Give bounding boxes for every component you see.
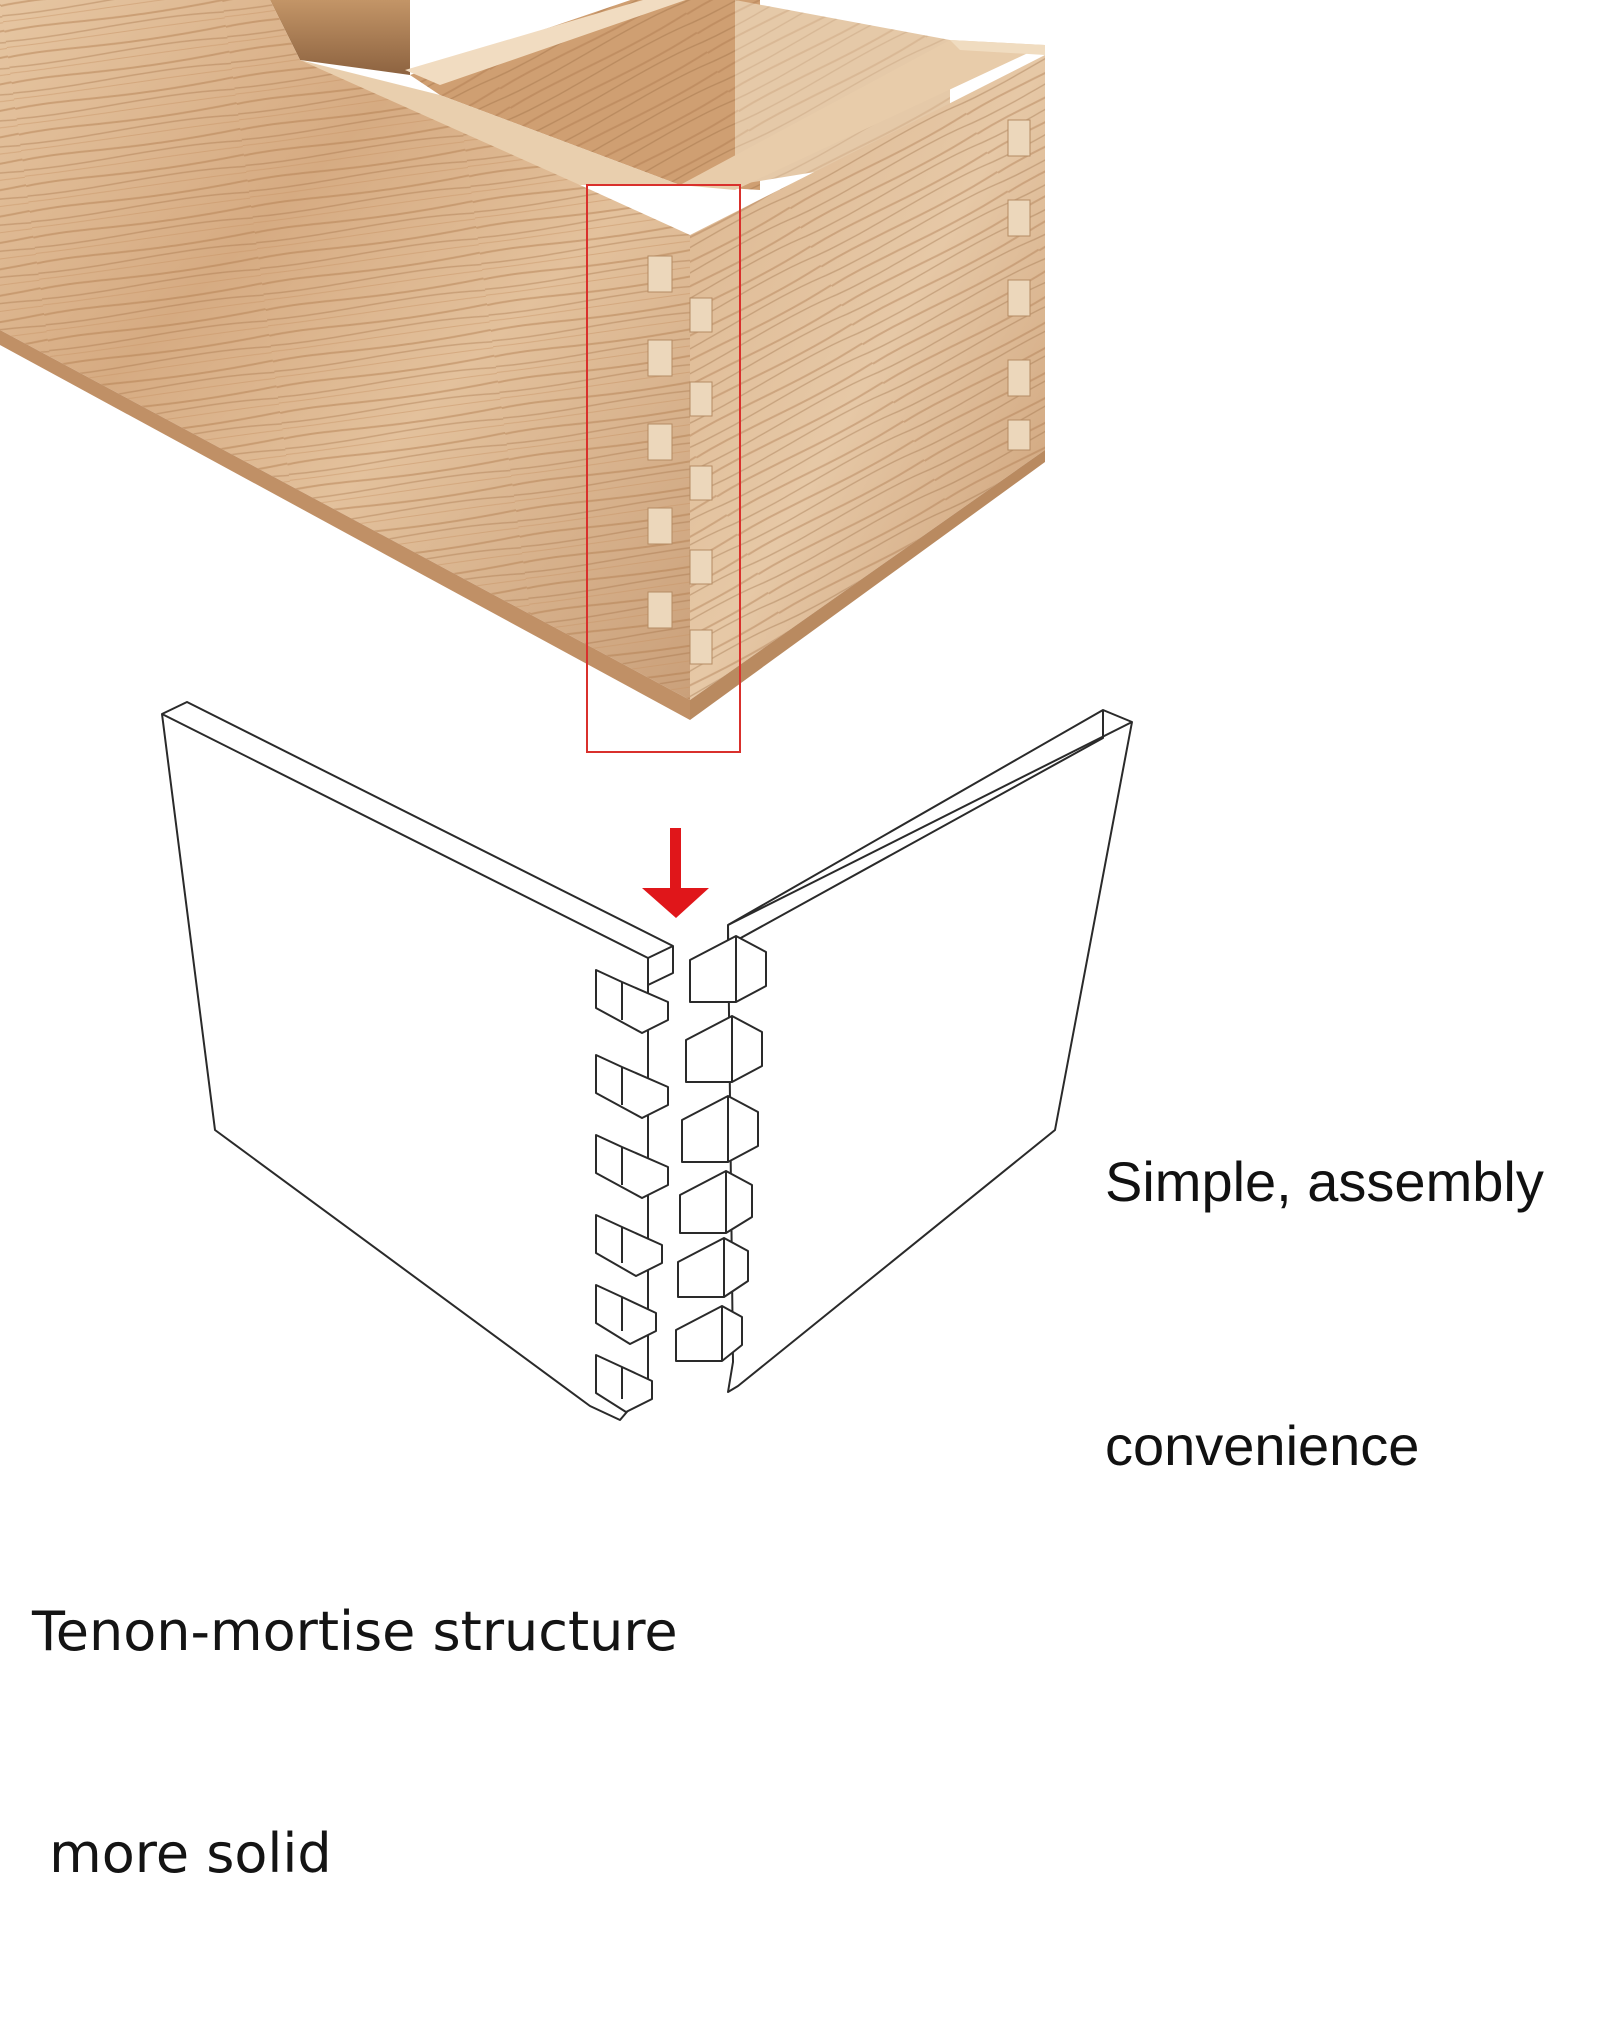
structure-caption: Tenon-mortise structure more solid bbox=[32, 1447, 678, 2039]
assembly-caption-line-2: convenience bbox=[1105, 1414, 1420, 1477]
right-board-with-tenons bbox=[675, 709, 1133, 1393]
wooden-box-photo bbox=[0, 0, 1045, 753]
joint-highlight-box bbox=[586, 184, 741, 753]
right-tenons bbox=[675, 935, 767, 1362]
joint-line-drawing bbox=[161, 701, 1133, 1421]
structure-caption-line-1: Tenon-mortise structure bbox=[32, 1600, 678, 1663]
left-board-with-tenons bbox=[161, 701, 674, 1421]
product-infographic: Simple, assembly convenience Tenon-morti… bbox=[0, 0, 1544, 1885]
structure-caption-line-2: more solid bbox=[32, 1822, 332, 1885]
assembly-caption: Simple, assembly convenience bbox=[1105, 962, 1544, 1666]
down-arrow-icon bbox=[642, 828, 709, 918]
left-tenons bbox=[595, 969, 669, 1413]
assembly-caption-line-1: Simple, assembly bbox=[1105, 1150, 1544, 1213]
finger-joint-blocks bbox=[647, 119, 1031, 665]
joint-illustration bbox=[0, 0, 1133, 1421]
